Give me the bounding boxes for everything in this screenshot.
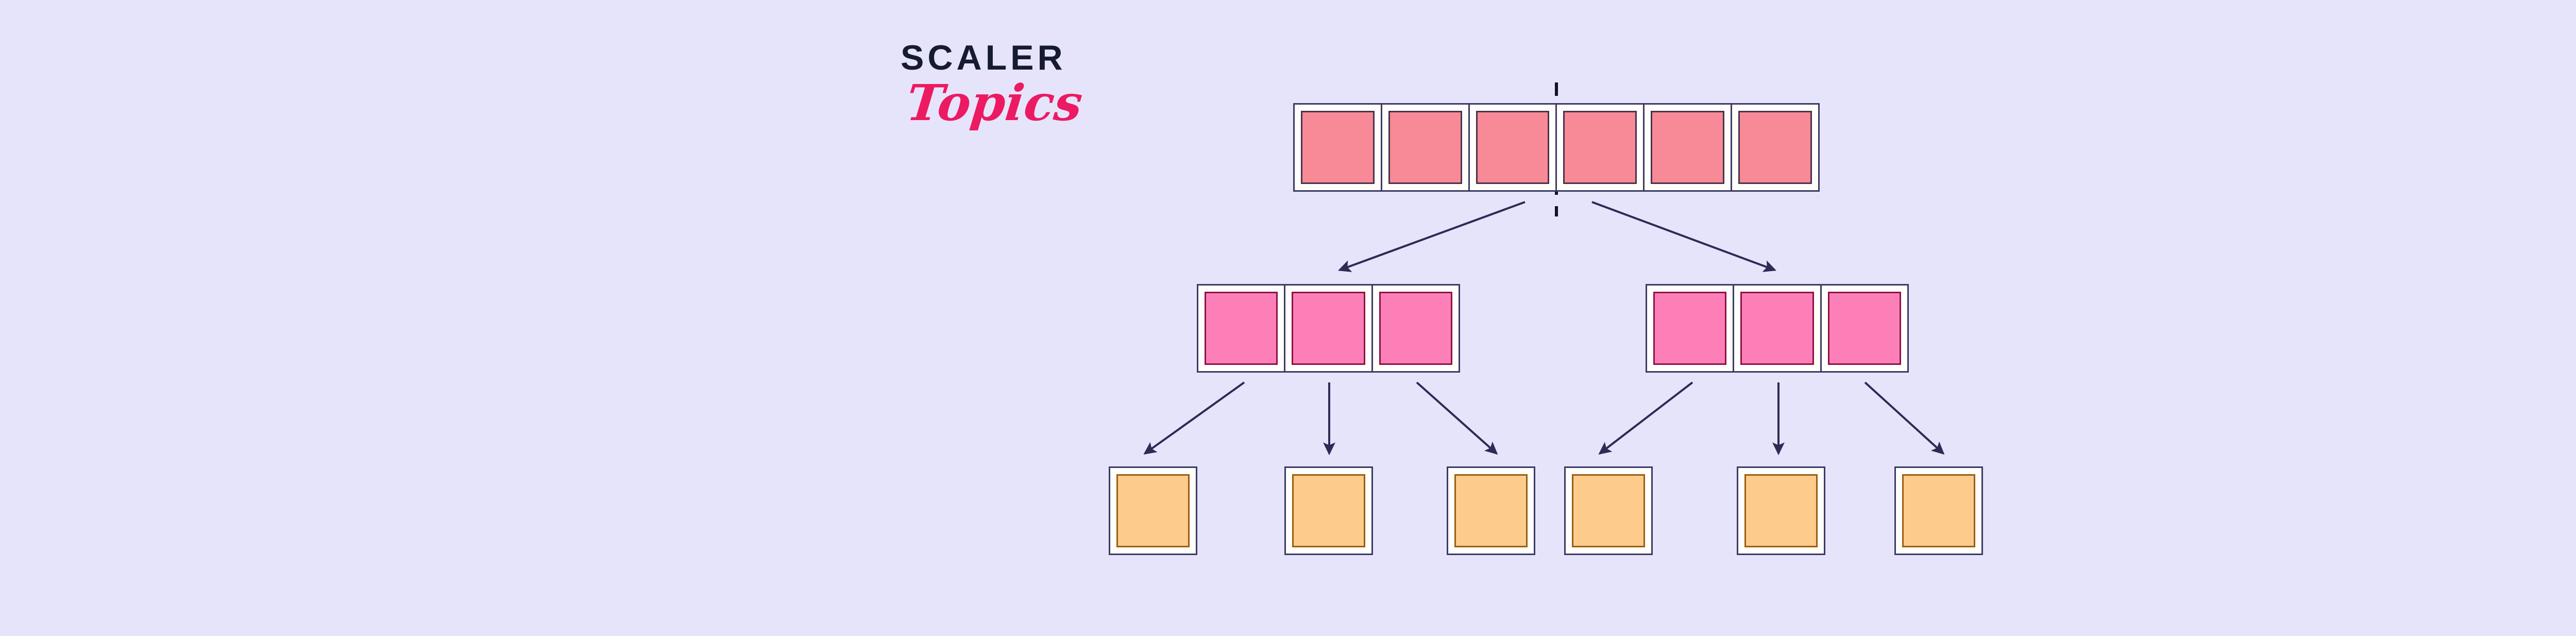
leaf-box[interactable] bbox=[1284, 466, 1373, 555]
right-subarray-cell[interactable] bbox=[1820, 286, 1907, 371]
root-array-cell[interactable] bbox=[1555, 105, 1643, 190]
left-subarray[interactable] bbox=[1197, 284, 1460, 373]
root-array-cell-swatch bbox=[1738, 111, 1812, 184]
root-array-cell-swatch bbox=[1388, 111, 1462, 184]
left-subarray-cell[interactable] bbox=[1371, 286, 1459, 371]
logo-sub-text: Topics bbox=[904, 74, 1086, 132]
leaf-box-swatch bbox=[1572, 474, 1645, 547]
left-subarray-cell[interactable] bbox=[1284, 286, 1371, 371]
leaf-box[interactable] bbox=[1447, 466, 1535, 555]
left-subarray-to-leaf-1-arrow bbox=[1143, 381, 1245, 455]
root-array-cell[interactable] bbox=[1295, 105, 1381, 190]
leaf-box[interactable] bbox=[1109, 466, 1197, 555]
leaf-box[interactable] bbox=[1894, 466, 1983, 555]
left-subarray-to-leaf-3-arrow bbox=[1416, 381, 1498, 455]
leaf-box[interactable] bbox=[1737, 466, 1825, 555]
logo-brand-text: SCALER bbox=[901, 38, 1066, 77]
root-array-cell-swatch bbox=[1301, 111, 1375, 184]
root-array-cell-swatch bbox=[1651, 111, 1725, 184]
leaf-box-swatch bbox=[1744, 474, 1818, 547]
root-to-left-subarray-arrow bbox=[1337, 201, 1526, 272]
right-subarray-cell[interactable] bbox=[1733, 286, 1820, 371]
root-to-right-subarray-arrow bbox=[1591, 201, 1776, 272]
root-array-cell[interactable] bbox=[1731, 105, 1818, 190]
left-subarray-cell-swatch bbox=[1205, 292, 1278, 365]
right-subarray-cell-swatch bbox=[1653, 292, 1727, 365]
leaf-box-swatch bbox=[1292, 474, 1365, 547]
root-array[interactable] bbox=[1293, 103, 1820, 192]
right-subarray-cell-swatch bbox=[1740, 292, 1814, 365]
right-subarray-cell[interactable] bbox=[1647, 286, 1733, 371]
leaf-box[interactable] bbox=[1564, 466, 1653, 555]
scaler-topics-logo: SCALER Topics bbox=[901, 38, 1086, 133]
right-subarray-to-leaf-6-arrow bbox=[1864, 381, 1945, 455]
right-subarray-to-leaf-4-arrow bbox=[1598, 381, 1693, 455]
root-array-cell[interactable] bbox=[1468, 105, 1556, 190]
left-subarray-cell-swatch bbox=[1379, 292, 1452, 365]
leaf-box-swatch bbox=[1454, 474, 1528, 547]
root-array-cell-swatch bbox=[1563, 111, 1637, 184]
leaf-box-swatch bbox=[1902, 474, 1975, 547]
leaf-box-swatch bbox=[1116, 474, 1190, 547]
root-array-cell-swatch bbox=[1476, 111, 1550, 184]
right-subarray-cell-swatch bbox=[1827, 292, 1901, 365]
left-subarray-cell[interactable] bbox=[1198, 286, 1284, 371]
root-array-cell[interactable] bbox=[1643, 105, 1731, 190]
right-subarray[interactable] bbox=[1646, 284, 1909, 373]
root-array-cell[interactable] bbox=[1380, 105, 1468, 190]
left-subarray-cell-swatch bbox=[1292, 292, 1365, 365]
